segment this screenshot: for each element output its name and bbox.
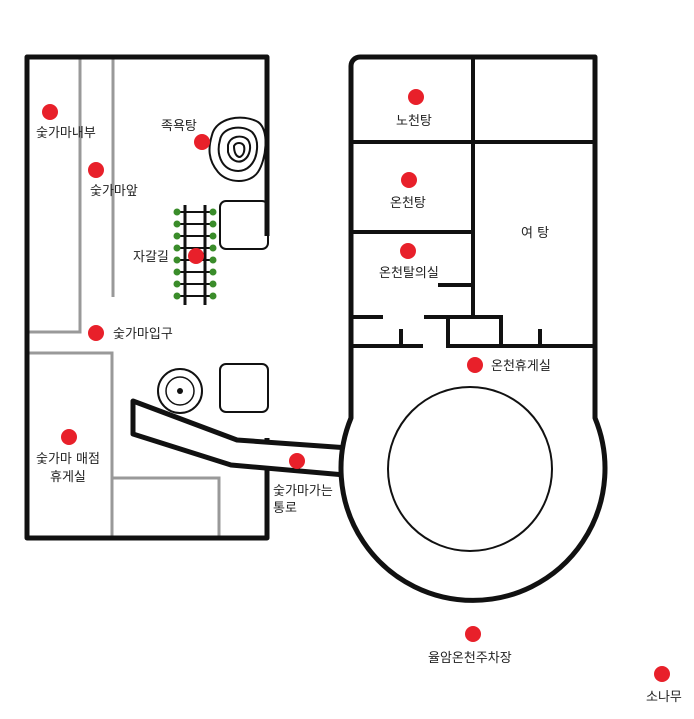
marker-sutgama-ap[interactable]	[88, 162, 104, 178]
outer-wall-left	[24, 54, 270, 541]
charcoal-kiln-building	[24, 54, 270, 541]
label-taluisil: 온천탈의실	[379, 266, 439, 281]
marker-oncheontang[interactable]	[401, 172, 417, 188]
label-nocheontang: 노천탕	[396, 114, 432, 129]
marker-parking[interactable]	[465, 626, 481, 642]
inner-partitions	[27, 57, 221, 538]
marker-maejeom[interactable]	[61, 429, 77, 445]
label-sonamu: 소나무	[646, 690, 682, 705]
label-sutgama-ipgu: 숯가마입구	[113, 327, 173, 342]
marker-sonamu[interactable]	[654, 666, 670, 682]
marker-sutgama-nae[interactable]	[42, 104, 58, 120]
bench-lower	[219, 363, 269, 413]
marker-sutgama-ipgu[interactable]	[88, 325, 104, 341]
label-yeotang: 여 탕	[521, 226, 549, 241]
gravel-path-icon	[173, 205, 217, 305]
label-parking: 율암온천주차장	[428, 651, 512, 666]
label-maejeom-line2: 휴게실	[50, 470, 86, 485]
marker-taluisil[interactable]	[400, 243, 416, 259]
hot-spring-building	[338, 54, 608, 603]
bench-upper	[219, 200, 269, 250]
label-oncheontang: 온천탕	[390, 196, 426, 211]
marker-jogyoktang[interactable]	[194, 134, 210, 150]
label-maejeom-line1: 숯가마 매점	[36, 452, 100, 467]
central-pool	[387, 386, 553, 552]
marker-jagalgil[interactable]	[188, 248, 204, 264]
label-jagalgil: 자갈길	[133, 250, 169, 265]
location-labels: 숯가마내부 숯가마앞 족욕탕 자갈길 숯가마입구 숯가마 매점 휴게실 숯가마가…	[36, 114, 682, 705]
label-tonglo-line1: 숯가마가는	[273, 484, 333, 499]
inner-walls-right	[351, 57, 595, 348]
location-markers	[42, 89, 670, 682]
marker-tonglo[interactable]	[289, 453, 305, 469]
marker-hyugesil[interactable]	[467, 357, 483, 373]
label-sutgama-nae: 숯가마내부	[36, 126, 96, 141]
label-tonglo-line2: 통로	[273, 501, 297, 516]
foot-bath-icon	[208, 116, 267, 182]
label-hyugesil: 온천휴게실	[491, 359, 551, 374]
marker-nocheontang[interactable]	[408, 89, 424, 105]
kiln-circle-icon	[157, 368, 203, 414]
label-jogyoktang: 족욕탕	[161, 119, 197, 134]
label-sutgama-ap: 숯가마앞	[90, 184, 138, 199]
